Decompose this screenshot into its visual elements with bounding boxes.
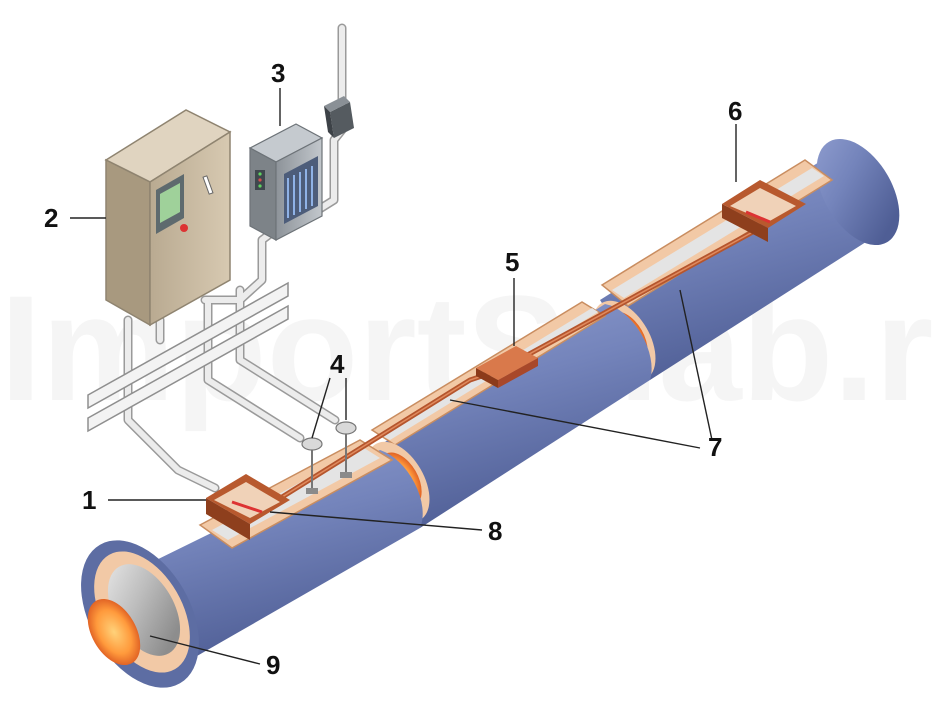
callout-3: 3	[271, 58, 285, 88]
callout-4: 4	[330, 349, 345, 379]
temperature-controller	[248, 123, 324, 242]
power-connection-box	[206, 474, 290, 540]
callout-labels: 1 2 3 4 5 6 7 8 9	[44, 58, 742, 680]
end-termination-box	[722, 180, 806, 242]
callout-2: 2	[44, 203, 58, 233]
temperature-sensors	[301, 421, 357, 494]
callout-9: 9	[266, 650, 280, 680]
pipe-assembly	[81, 138, 900, 688]
callout-1: 1	[82, 485, 96, 515]
callout-6: 6	[728, 96, 742, 126]
callout-7: 7	[708, 432, 722, 462]
cable-tray	[87, 281, 289, 433]
callout-5: 5	[505, 247, 519, 277]
control-cabinet	[104, 109, 232, 327]
leader-lines	[70, 88, 737, 665]
splice-box	[476, 346, 538, 388]
junction-box	[324, 96, 354, 138]
callout-8: 8	[488, 516, 502, 546]
